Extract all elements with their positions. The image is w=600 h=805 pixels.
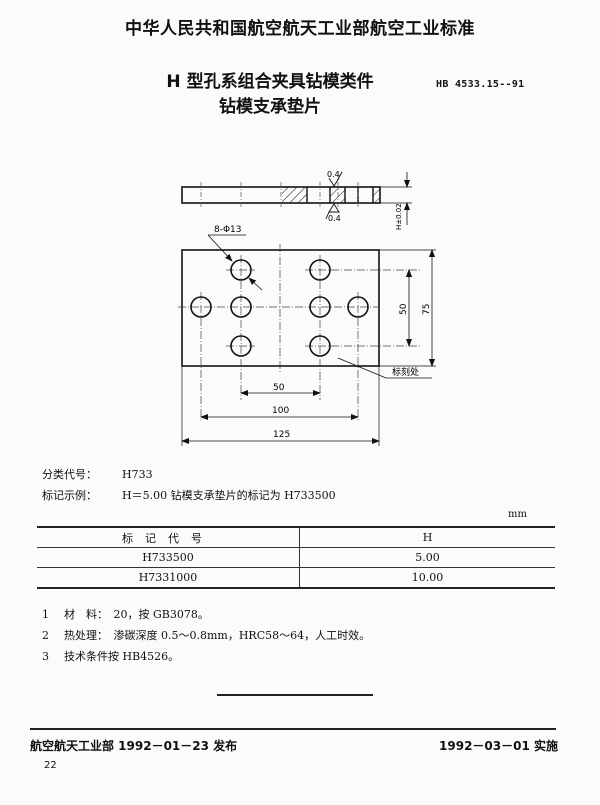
holes bbox=[190, 259, 369, 357]
classification-code-value: H733 bbox=[122, 468, 153, 481]
hole bbox=[309, 296, 331, 318]
dim-100-horizontal: 100 bbox=[272, 406, 289, 416]
hole bbox=[309, 335, 331, 357]
hole bbox=[347, 296, 369, 318]
dim-50-vertical: 50 bbox=[399, 303, 409, 315]
table-header-row: 标记代号 H bbox=[37, 526, 555, 548]
roughness-bottom-label: 0.4 bbox=[328, 214, 341, 223]
organization-title: 中华人民共和国航空航天工业部航空工业标准 bbox=[125, 19, 475, 39]
spec-table: 标记代号 H H733500 5.00 H7331000 10.00 bbox=[37, 526, 555, 589]
thickness-label: H±0.02 bbox=[395, 203, 403, 230]
hole bbox=[230, 335, 252, 357]
end-rule bbox=[217, 694, 373, 696]
cell-code: H7331000 bbox=[37, 567, 300, 589]
cell-h: 5.00 bbox=[299, 547, 555, 568]
hole bbox=[230, 259, 252, 281]
technical-drawing: 0.4 0.4 H±0.02 bbox=[178, 170, 436, 446]
table-row: H733500 5.00 bbox=[37, 547, 555, 568]
marking-label: 标刻处 bbox=[392, 366, 419, 378]
issue-date: 航空航天工业部 1992－01－23 发布 bbox=[30, 739, 238, 753]
hole bbox=[190, 296, 212, 318]
footer-rule bbox=[30, 728, 556, 730]
title-line-1: H 型孔系组合夹具钻模类件 bbox=[166, 72, 374, 92]
classification-code-label: 分类代号： bbox=[42, 468, 97, 481]
hole bbox=[309, 259, 331, 281]
dim-75-vertical: 75 bbox=[422, 304, 432, 315]
table-unit: mm bbox=[508, 509, 527, 520]
marking-example-value: H＝5.00 钻模支承垫片的标记为 H733500 bbox=[122, 489, 336, 502]
header-h: H bbox=[299, 526, 555, 548]
standard-code: HB 4533.15--91 bbox=[436, 79, 525, 90]
roughness-top-label: 0.4 bbox=[327, 170, 340, 179]
cell-code: H733500 bbox=[37, 547, 300, 568]
classification-code: 分类代号： H733 bbox=[42, 466, 153, 482]
marking-example-label: 标记示例： bbox=[42, 489, 97, 502]
document-title: H 型孔系组合夹具钻模类件 钻模支承垫片 bbox=[140, 70, 400, 120]
title-line-2: 钻模支承垫片 bbox=[219, 97, 321, 117]
hole bbox=[230, 296, 252, 318]
page-number: 22 bbox=[44, 760, 57, 771]
dim-125-horizontal: 125 bbox=[273, 430, 290, 440]
side-view: 0.4 0.4 H±0.02 bbox=[181, 170, 412, 230]
dim-50-horizontal: 50 bbox=[273, 383, 285, 393]
plan-view: 8-Φ13 50 75 标刻处 50 100 125 bbox=[178, 225, 436, 446]
effective-date: 1992－03－01 实施 bbox=[439, 739, 558, 753]
cell-h: 10.00 bbox=[299, 567, 555, 589]
header-marking-code: 标记代号 bbox=[37, 526, 300, 548]
table-row: H7331000 10.00 bbox=[37, 567, 555, 589]
hole-callout: 8-Φ13 bbox=[214, 225, 242, 235]
marking-example: 标记示例： H＝5.00 钻模支承垫片的标记为 H733500 bbox=[42, 487, 336, 503]
